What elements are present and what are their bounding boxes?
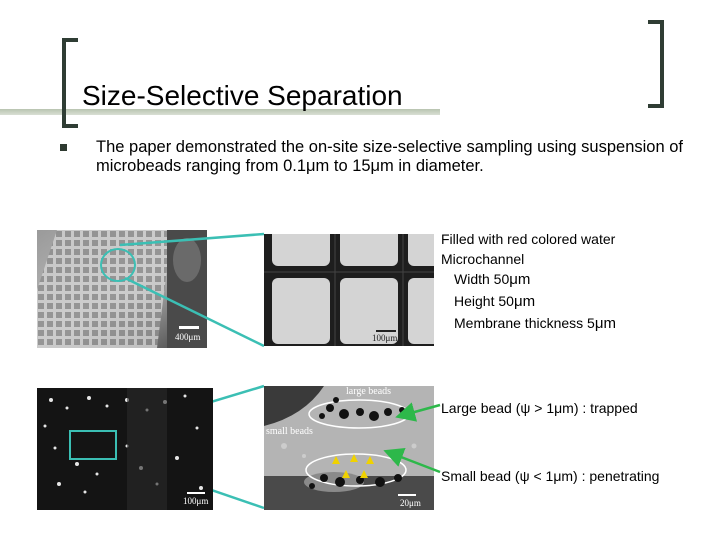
- scale-label: 400μm: [175, 332, 201, 342]
- bullet-text: The paper demonstrated the on-site size-…: [96, 138, 683, 175]
- title-underline: [0, 109, 440, 115]
- large-bead-arrow: [395, 402, 441, 422]
- note-width-label: Width 50: [454, 271, 510, 287]
- unit-label: μm: [509, 271, 531, 288]
- microchannel-photo: 100μm: [264, 234, 434, 346]
- magnify-circle: [100, 248, 136, 282]
- small-bead-note: Small bead (ψ < 1μm) : penetrating: [441, 468, 660, 484]
- unit-label: μm: [594, 315, 616, 332]
- magnify-box: [69, 430, 117, 460]
- small-beads-label: small beads: [266, 426, 313, 437]
- note-height: Height 50μm: [454, 291, 535, 313]
- unit-label: μm: [513, 293, 536, 310]
- scale-bar: [376, 330, 396, 332]
- note-microchannel: Microchannel: [441, 251, 525, 267]
- note-width: Width 50μm: [454, 269, 530, 291]
- note-filled: Filled with red colored water: [441, 231, 616, 247]
- bead-overview-photo: 100μm: [37, 388, 213, 510]
- scale-label: 20μm: [400, 498, 421, 508]
- bead-zoom-photo: large beads small beads 20μm: [264, 386, 434, 510]
- bullet-icon: [60, 144, 67, 151]
- scale-bar: [398, 494, 416, 496]
- right-bracket-decoration: [648, 20, 664, 108]
- scale-bar: [179, 326, 199, 329]
- small-bead-arrow: [383, 448, 441, 474]
- large-beads-label: large beads: [346, 386, 392, 397]
- note-membrane-label: Membrane thickness 5: [454, 315, 595, 331]
- left-bracket-decoration: [62, 38, 78, 128]
- slide-title: Size-Selective Separation: [82, 80, 403, 111]
- scale-bar: [187, 492, 205, 494]
- large-bead-note: Large bead (ψ > 1μm) : trapped: [441, 400, 638, 416]
- scale-label: 100μm: [183, 496, 209, 506]
- bead-overview-image: [37, 388, 213, 510]
- bead-zoom-image: [264, 386, 434, 510]
- note-height-label: Height 50: [454, 293, 514, 309]
- note-membrane: Membrane thickness 5μm: [454, 313, 616, 335]
- scale-label: 100μm: [372, 333, 398, 343]
- microchannel-grid-image: [264, 234, 434, 346]
